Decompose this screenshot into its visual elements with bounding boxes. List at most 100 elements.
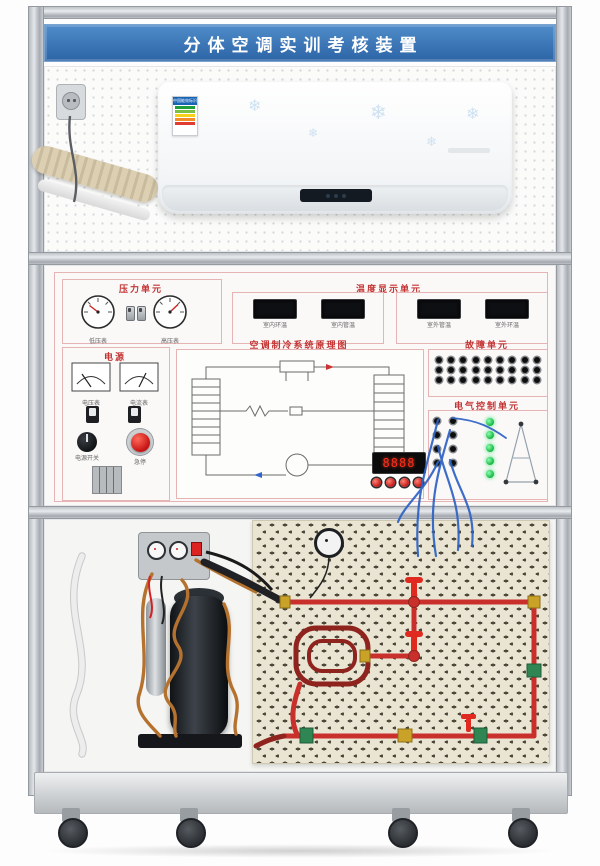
base-platform [34, 772, 568, 814]
fault-terminal[interactable] [521, 367, 528, 373]
fault-terminal[interactable] [497, 377, 504, 383]
temp-label: 室内环温 [262, 323, 287, 329]
fault-terminal[interactable] [472, 357, 479, 363]
temp-label: 室外管温 [426, 323, 451, 329]
fault-terminal[interactable] [460, 367, 467, 373]
meter-switch[interactable] [191, 542, 202, 556]
energy-bar [175, 122, 195, 125]
temp-unit-label: 温度显示单元 [355, 284, 422, 294]
fault-terminal[interactable] [472, 377, 479, 383]
breaker-switch[interactable] [128, 406, 141, 423]
estop-base [126, 428, 154, 456]
control-terminal[interactable] [434, 418, 440, 424]
control-terminal[interactable] [450, 418, 456, 424]
snowflake-decor: ❄ [466, 106, 480, 123]
fault-terminal[interactable] [497, 367, 504, 373]
fault-terminal[interactable] [436, 377, 442, 383]
frame-crossbar-1 [28, 252, 572, 265]
control-button[interactable] [386, 478, 395, 487]
digital-display: 8888 [372, 452, 426, 474]
energy-bar [175, 114, 195, 117]
fault-terminal[interactable] [484, 357, 491, 363]
fault-terminal[interactable] [533, 367, 540, 373]
ac-air-outlet [162, 185, 508, 211]
control-terminal[interactable] [434, 432, 440, 438]
control-button[interactable] [414, 478, 423, 487]
temp-screen [253, 299, 297, 319]
fault-terminal[interactable] [448, 357, 455, 363]
schematic-box [176, 349, 424, 499]
fault-terminal[interactable] [521, 357, 528, 363]
accumulator-tank [146, 598, 166, 696]
control-terminal[interactable] [450, 460, 456, 466]
fault-terminal[interactable] [521, 377, 528, 383]
emergency-stop-button[interactable] [130, 432, 150, 452]
temp-display: 室外环温 [473, 299, 541, 329]
ammeter: 电流表 [116, 362, 162, 407]
floor-shadow [40, 844, 560, 858]
control-button[interactable] [372, 478, 381, 487]
power-unit-box [62, 347, 170, 501]
ac-display [300, 189, 372, 202]
control-terminal[interactable] [434, 446, 440, 452]
power-knob-label: 电源开关 [74, 456, 99, 462]
status-led [486, 470, 494, 478]
control-unit-label: 电气控制单元 [453, 401, 520, 411]
fault-terminal[interactable] [436, 367, 442, 373]
energy-bar [175, 106, 195, 109]
fault-terminal[interactable] [533, 357, 540, 363]
temp-display: 室内环温 [241, 299, 309, 329]
schematic-label: 空调制冷系统原理图 [249, 340, 349, 350]
fault-terminal-grid [436, 357, 540, 383]
fault-terminal[interactable] [448, 377, 455, 383]
contactor [92, 466, 122, 494]
fault-terminal[interactable] [484, 377, 491, 383]
fault-terminal[interactable] [460, 377, 467, 383]
perforated-board [252, 520, 550, 764]
control-terminal[interactable] [450, 432, 456, 438]
pressure-valve-switch[interactable] [137, 306, 146, 321]
fault-terminal[interactable] [509, 377, 516, 383]
temp-screen [321, 299, 365, 319]
power-plug [62, 92, 80, 110]
power-knob[interactable] [77, 432, 97, 452]
caster-wheel [176, 818, 206, 848]
fault-terminal[interactable] [460, 357, 467, 363]
energy-label-title: 中国能效标识 [173, 97, 197, 105]
fault-terminal[interactable] [436, 357, 442, 363]
fault-terminal[interactable] [533, 377, 540, 383]
fault-terminal[interactable] [497, 357, 504, 363]
power-knob-group: 电源开关 [70, 432, 104, 462]
power-socket[interactable] [56, 84, 86, 120]
control-terminal[interactable] [434, 460, 440, 466]
status-led [486, 431, 494, 439]
fault-terminal[interactable] [484, 367, 491, 373]
pressure-gauge-high: 高压表 [150, 294, 190, 345]
fault-unit-box [428, 349, 548, 397]
led-column [486, 418, 494, 478]
control-terminal-grid [434, 418, 458, 466]
fault-terminal[interactable] [509, 367, 516, 373]
control-terminal[interactable] [450, 446, 456, 452]
pressure-unit-box [62, 279, 222, 344]
ac-indoor-unit: 中国能效标识 ❄ ❄ ❄ ❄ ❄ [158, 82, 512, 214]
mini-gauge [169, 541, 188, 560]
meter-label: 电压表 [81, 401, 100, 407]
control-button[interactable] [400, 478, 409, 487]
title-board: 分体空调实训考核装置 [44, 24, 556, 62]
energy-bar [175, 118, 195, 121]
frame-crossbar-2 [28, 506, 572, 519]
gauge-label: 低压表 [88, 339, 107, 345]
fault-terminal[interactable] [472, 367, 479, 373]
temp-screen [417, 299, 461, 319]
pressure-valve-switch[interactable] [126, 306, 135, 321]
energy-label: 中国能效标识 [172, 96, 198, 136]
line-meter-box [138, 532, 210, 580]
temp-display-box [396, 292, 548, 344]
snowflake-decor: ❄ [370, 102, 387, 124]
fault-terminal[interactable] [448, 367, 455, 373]
breaker-switch[interactable] [86, 406, 99, 423]
caster-wheel [508, 818, 538, 848]
fault-terminal[interactable] [509, 357, 516, 363]
